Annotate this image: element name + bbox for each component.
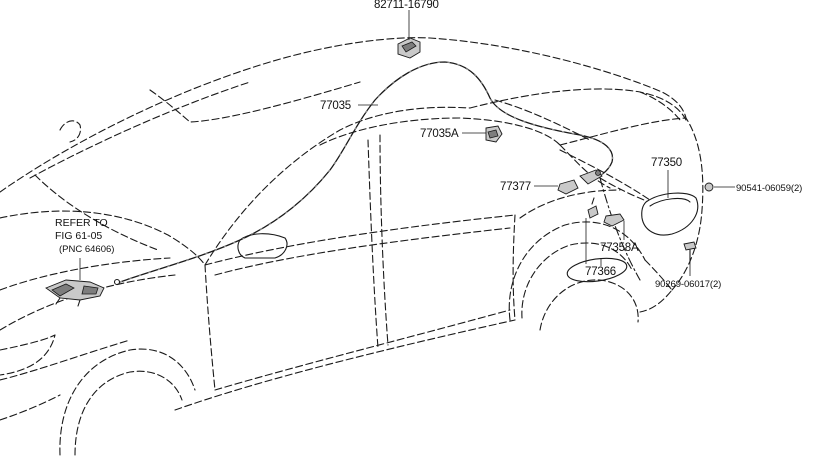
car-body xyxy=(0,37,704,456)
fuel-lid-cable xyxy=(113,61,614,286)
part-77358a-shape xyxy=(603,213,625,227)
cable-clip-part xyxy=(485,125,503,143)
screw-bottom-part xyxy=(683,241,697,263)
callout-77358a: 77358A xyxy=(600,242,639,254)
callout-90541-06059: 90541-06059(2) xyxy=(736,183,802,194)
fuel-lid-part xyxy=(641,192,699,236)
reference-note-line-2: FIG 61-05 xyxy=(55,230,102,242)
reference-note-line-3: (PNC 64606) xyxy=(59,244,114,255)
callout-77366: 77366 xyxy=(585,266,616,278)
leader-lines xyxy=(79,10,735,280)
fuel-opener-lever-part xyxy=(45,279,105,307)
callout-82711-16790: 82711-16790 xyxy=(374,0,439,11)
reference-note-line-1: REFER TO xyxy=(55,217,108,229)
callout-77350: 77350 xyxy=(651,157,682,169)
lid-lock-part xyxy=(557,169,603,195)
part-77366-shape xyxy=(587,197,599,219)
part-77366-outline xyxy=(566,257,628,283)
callout-90269-06017: 90269-06017(2) xyxy=(655,279,721,290)
callout-77035a: 77035A xyxy=(420,128,459,140)
callout-77377: 77377 xyxy=(500,181,531,193)
screw-top-part xyxy=(704,182,714,192)
callout-77035: 77035 xyxy=(320,100,351,112)
roof-clip-part xyxy=(397,37,421,59)
reference-note: REFER TO FIG 61-05 (PNC 64606) xyxy=(55,217,114,255)
